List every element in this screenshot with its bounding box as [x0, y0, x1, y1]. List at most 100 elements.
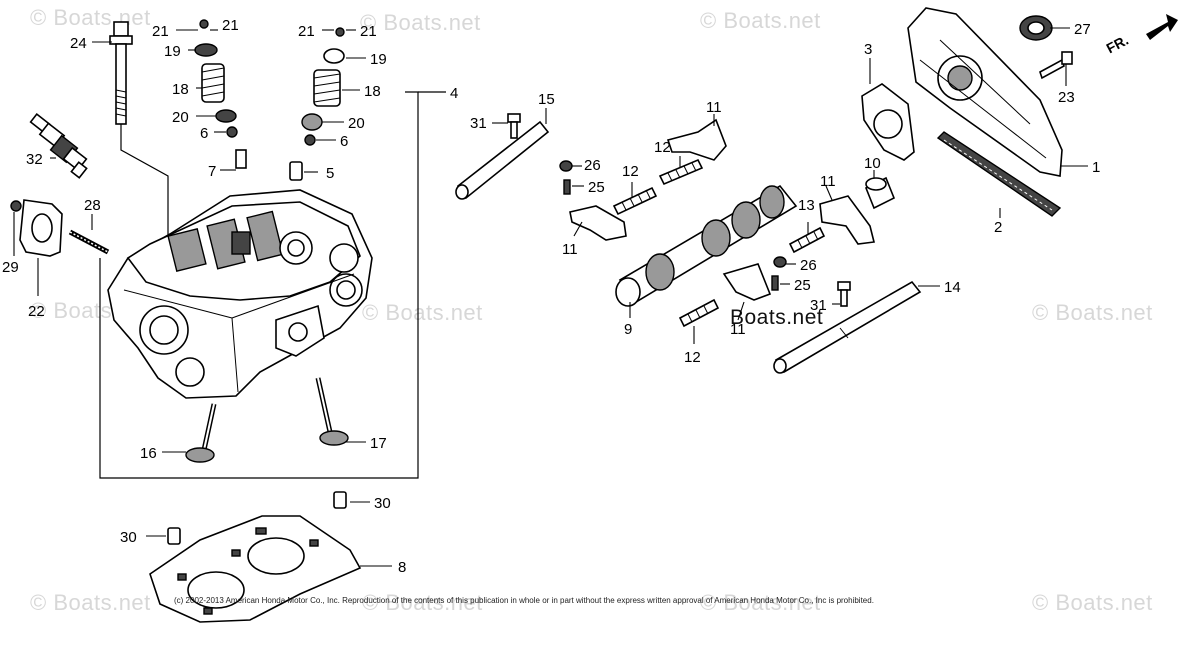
retainer-left	[194, 43, 218, 57]
callout-12: 12	[622, 163, 639, 180]
watermark: © Boats.net	[360, 10, 481, 35]
rocker-spring	[658, 158, 704, 186]
adjust-nut	[773, 256, 787, 268]
callout-22: 22	[28, 303, 45, 320]
watermark: © Boats.net	[30, 590, 151, 615]
watermark: © Boats.net	[700, 8, 821, 33]
callout-17: 17	[370, 435, 387, 452]
rocker-bolt	[507, 113, 521, 139]
callout-11: 11	[820, 173, 836, 190]
callout-19: 19	[164, 43, 181, 60]
callout-27: 27	[1074, 21, 1091, 38]
callout-5: 5	[326, 165, 334, 182]
callout-30: 30	[120, 529, 137, 546]
callout-11: 11	[730, 321, 746, 338]
callout-12: 12	[654, 139, 671, 156]
callout-21: 21	[298, 23, 315, 40]
callout-20: 20	[172, 109, 189, 126]
callout-19: 19	[370, 51, 387, 68]
callout-6: 6	[340, 133, 348, 150]
callout-11: 11	[562, 241, 578, 258]
callout-6: 6	[200, 125, 208, 142]
oil-seal	[1019, 15, 1053, 41]
callout-11: 11	[706, 99, 722, 116]
callout-1: 1	[1092, 159, 1100, 176]
valve-spring-right	[313, 69, 341, 107]
rocker-arm	[666, 118, 727, 161]
spark-plug	[29, 113, 88, 179]
head-assembly-bracket	[99, 91, 446, 479]
callout-23: 23	[1058, 89, 1075, 106]
callout-9: 9	[624, 321, 632, 338]
callout-26: 26	[800, 257, 817, 274]
copyright-notice: (c) 2002-2013 American Honda Motor Co., …	[174, 596, 874, 605]
callout-31: 31	[470, 115, 487, 132]
callout-15: 15	[538, 91, 555, 108]
rocker-shaft-lower	[773, 280, 922, 374]
callout-31: 31	[810, 297, 827, 314]
tube-seal-plate	[10, 199, 63, 257]
collar	[864, 176, 896, 210]
adjust-screw	[563, 179, 571, 195]
adjust-nut	[559, 160, 573, 172]
watermark: © Boats.net	[700, 590, 821, 615]
rocker-shaft-upper	[455, 120, 550, 200]
timing-belt	[936, 131, 1062, 217]
dowel-pin	[167, 527, 181, 545]
valve-guide-right	[289, 161, 303, 181]
callout-26: 26	[584, 157, 601, 174]
cylinder-head	[107, 189, 373, 399]
callout-18: 18	[172, 81, 189, 98]
callout-2: 2	[994, 219, 1002, 236]
callout-10: 10	[864, 155, 881, 172]
callouts: 24 21 21 19 18 20 6 7 21 21 19 18 20 6 5…	[2, 17, 1100, 576]
rocker-bolt	[837, 281, 851, 307]
valve-spring-left	[201, 63, 225, 103]
watermark: © Boats.net	[1032, 590, 1153, 615]
camshaft	[615, 184, 798, 307]
callout-21: 21	[360, 23, 377, 40]
valve-guide-left	[235, 149, 247, 169]
watermark-inline: Boats.net	[730, 306, 824, 329]
callout-21: 21	[152, 23, 169, 40]
exhaust-valve	[315, 377, 349, 446]
callout-30: 30	[374, 495, 391, 512]
callout-8: 8	[398, 559, 406, 576]
callout-18: 18	[364, 83, 381, 100]
rocker-arm	[569, 205, 627, 241]
cover-gasket	[861, 83, 915, 161]
stem-seal-left	[226, 126, 238, 138]
callout-25: 25	[794, 277, 811, 294]
callout-32: 32	[26, 151, 43, 168]
rocker-arm	[819, 195, 875, 245]
callout-25: 25	[588, 179, 605, 196]
intake-valve	[185, 403, 217, 463]
spring-seat-right	[301, 113, 323, 131]
rocker-arm	[722, 263, 772, 301]
valve-cotter-right	[335, 27, 345, 37]
head-gasket	[149, 515, 362, 623]
stud-bolt	[68, 229, 110, 255]
leader-lines	[13, 27, 1088, 567]
callout-13: 13	[798, 197, 815, 214]
watermark: © Boats.net	[1032, 300, 1153, 325]
rocker-spring	[678, 298, 720, 328]
head-bolt	[109, 21, 169, 250]
callout-24: 24	[70, 35, 87, 52]
stem-seal-right	[304, 134, 316, 146]
dowel-pin	[333, 491, 347, 509]
rocker-spring	[612, 186, 658, 216]
callout-3: 3	[864, 41, 872, 58]
end-cover	[907, 7, 1063, 177]
spring-seat-left	[215, 109, 237, 123]
callout-16: 16	[140, 445, 157, 462]
callout-21: 21	[222, 17, 239, 34]
callout-28: 28	[84, 197, 101, 214]
valve-cotter-left	[199, 19, 209, 29]
callout-20: 20	[348, 115, 365, 132]
watermark: © Boats.net	[30, 5, 151, 30]
adjust-screw	[771, 275, 779, 291]
rocker-spring-13	[788, 226, 826, 254]
